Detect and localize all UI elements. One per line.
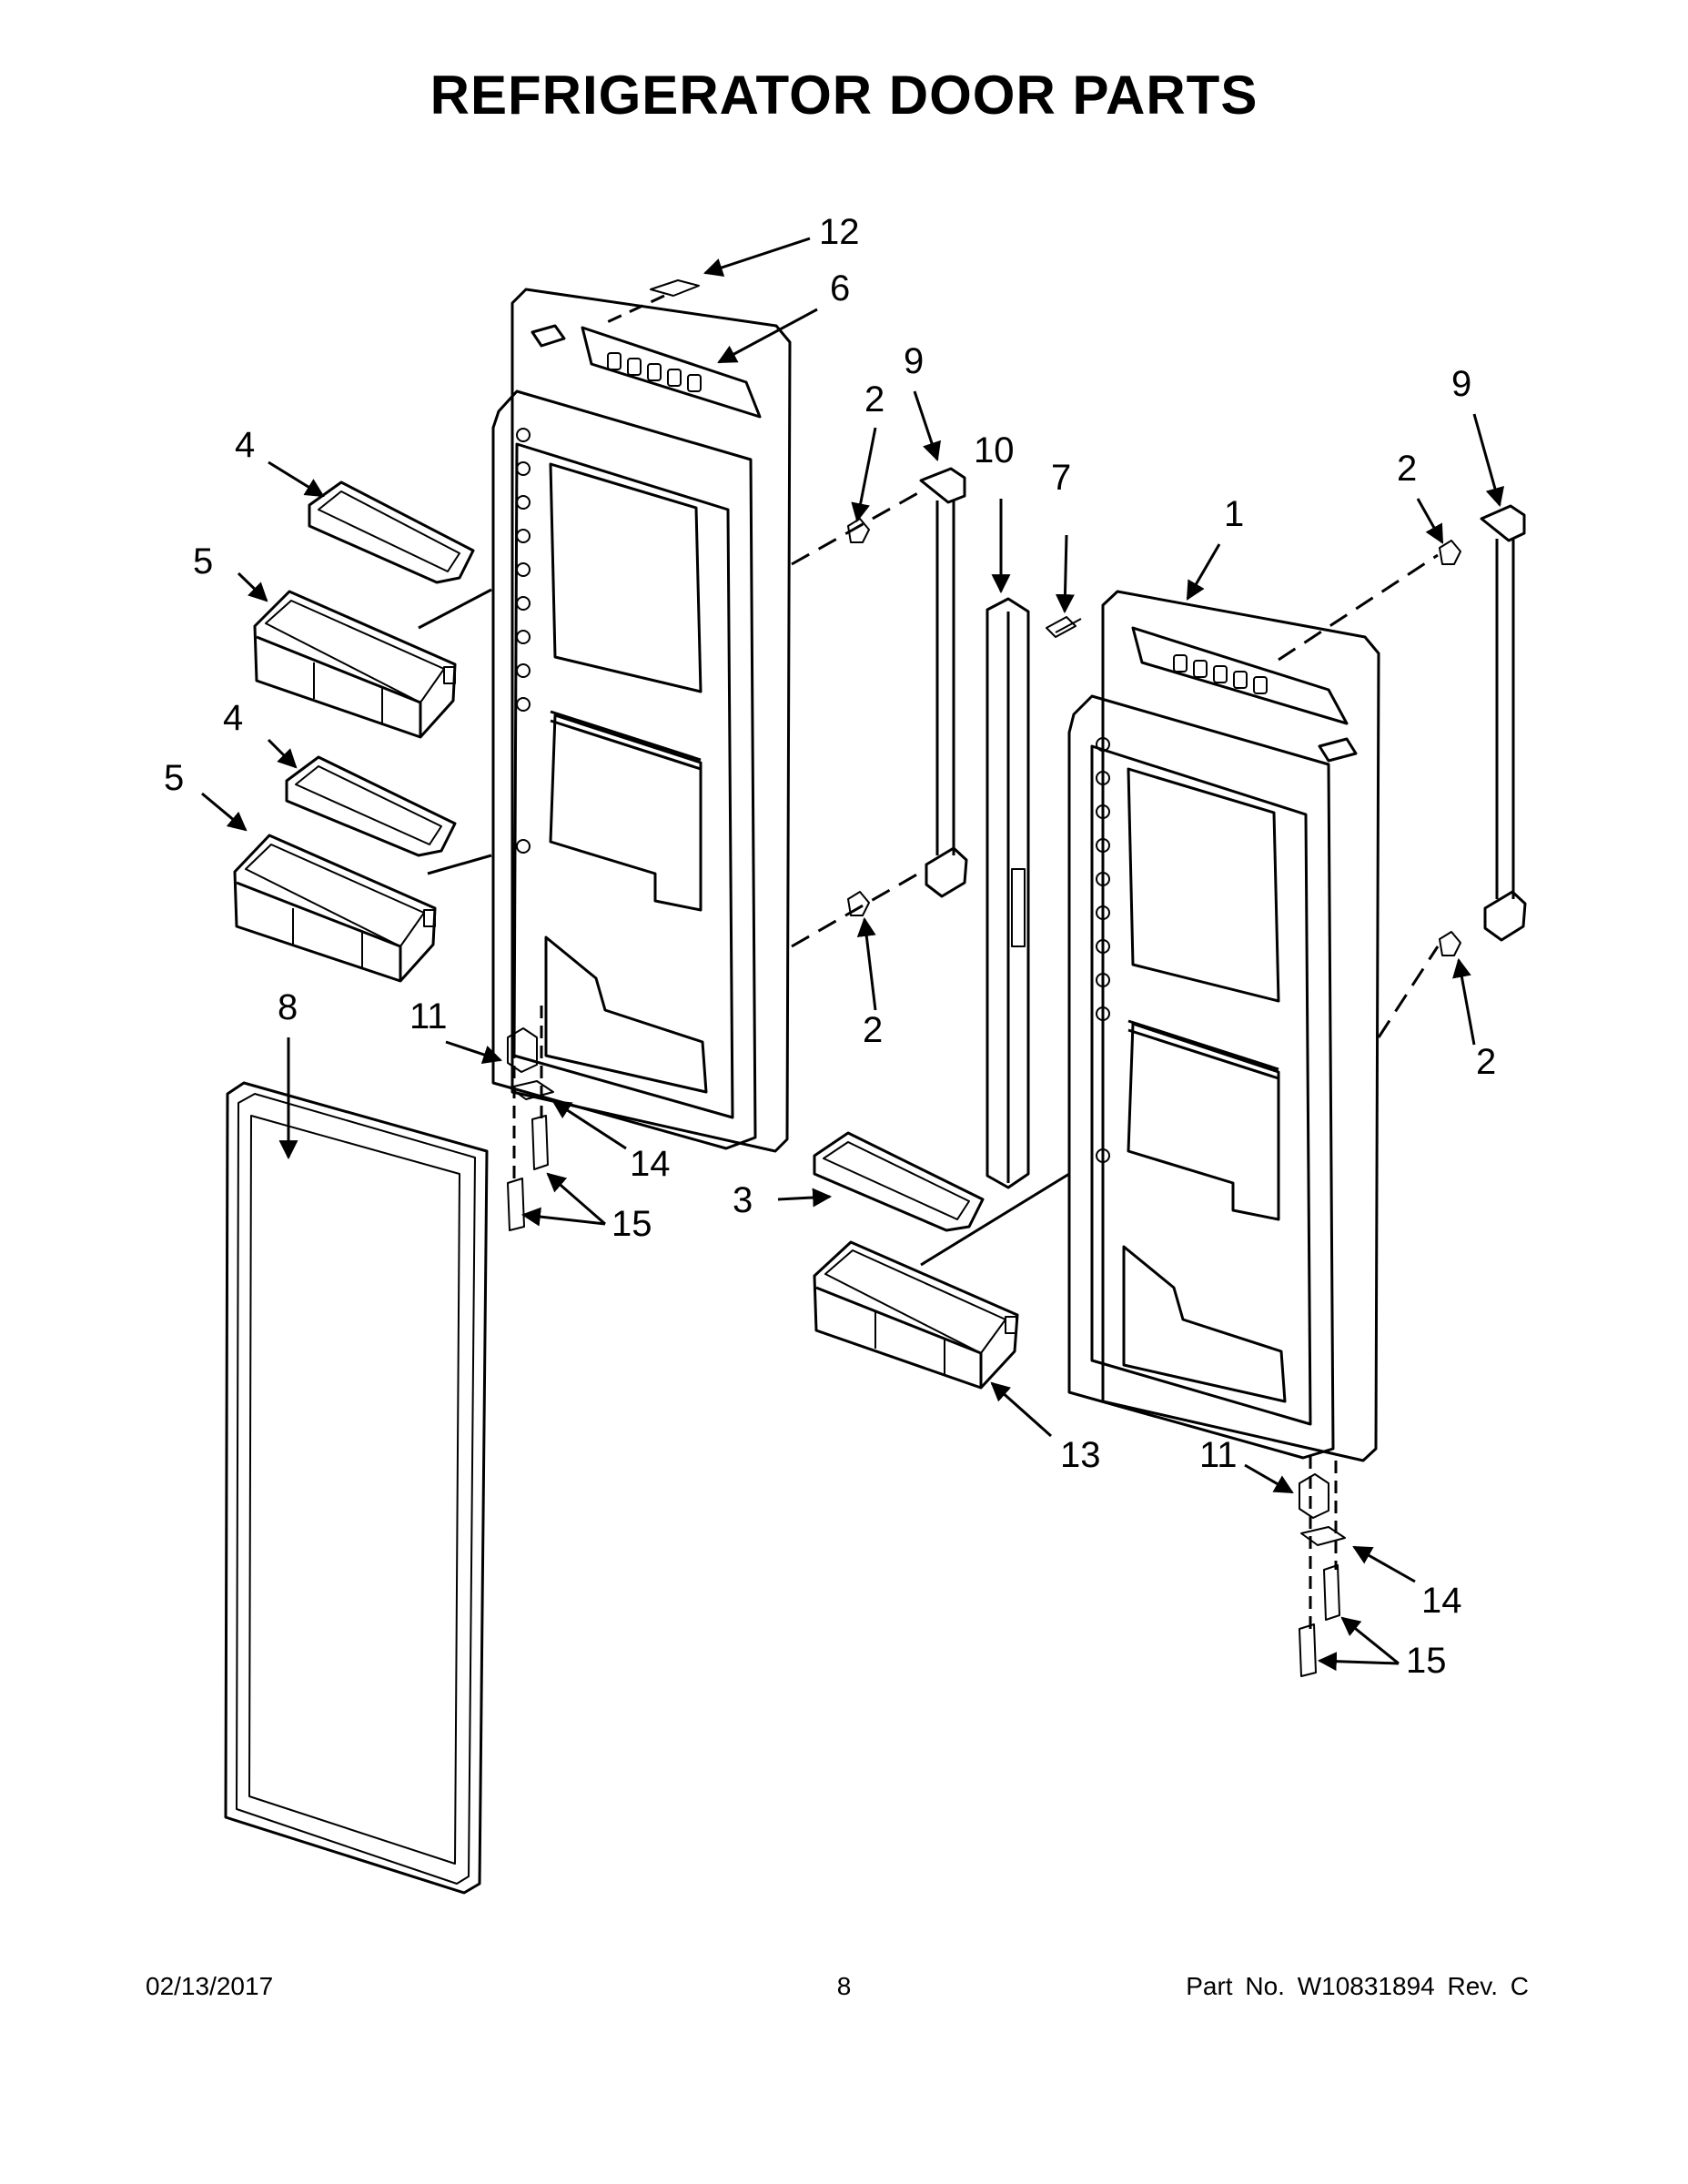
callout-11-right: 11 [1199,1435,1238,1475]
door-shelf-center [813,1131,985,1232]
right-door-bin-supports [1096,737,1110,1163]
page-title: REFRIGERATOR DOOR PARTS [430,65,1258,126]
callout-8: 8 [278,987,298,1027]
callout-14-left: 14 [630,1144,671,1184]
callout-1: 1 [1224,494,1244,534]
callout-4-upper: 4 [235,425,255,465]
callout-5-upper: 5 [193,541,213,581]
callout-2-upper-right: 2 [1397,449,1417,489]
footer-page-number: 8 [836,1972,852,2000]
handle-mount-studs [847,518,1461,956]
footer-date: 02/13/2017 [146,1972,274,2000]
mullion-screw [1046,616,1082,638]
callout-14-right: 14 [1421,1581,1462,1621]
callout-15-right: 15 [1406,1641,1447,1681]
callout-2-lower-left: 2 [863,1010,883,1050]
assembly-lines [418,294,1440,1629]
callout-13: 13 [1060,1435,1101,1475]
left-door-assembly [491,288,792,1153]
center-mullion [986,597,1030,1189]
gasket-plug [650,279,700,297]
callout-6: 6 [830,268,850,308]
right-door-handle-detail [1173,654,1268,694]
door-handle-left [919,467,968,898]
door-bin-upper [253,590,457,739]
door-shelf-lower [285,755,457,857]
left-door-handle-detail [607,352,702,392]
callout-arrows [201,237,1505,1672]
callout-11-left: 11 [409,996,448,1036]
callout-labels: 12 6 4 5 4 5 2 9 10 7 1 2 9 2 2 8 11 14 … [164,212,1496,1681]
door-shelf-upper [308,480,475,584]
callout-5-lower: 5 [164,758,184,798]
callout-10: 10 [974,430,1015,470]
callout-15-left: 15 [612,1204,652,1244]
callout-12: 12 [819,212,860,252]
callout-2-upper-left: 2 [864,379,884,420]
door-bin-center [813,1240,1019,1390]
door-handle-right [1480,504,1527,942]
callout-4-lower: 4 [223,698,243,738]
callout-9-left: 9 [904,341,924,381]
callout-2-lower-right: 2 [1476,1042,1496,1082]
callout-9-right: 9 [1451,364,1471,404]
door-gasket [224,1081,489,1895]
hinge-hardware-right [1299,1473,1346,1677]
door-bin-lower [233,834,437,983]
footer-part-number: Part No. W10831894 Rev. C [1186,1972,1529,2000]
left-door-bin-supports [516,428,531,854]
right-door-assembly [1067,590,1380,1462]
callout-3: 3 [733,1180,753,1220]
callout-7: 7 [1051,458,1071,498]
